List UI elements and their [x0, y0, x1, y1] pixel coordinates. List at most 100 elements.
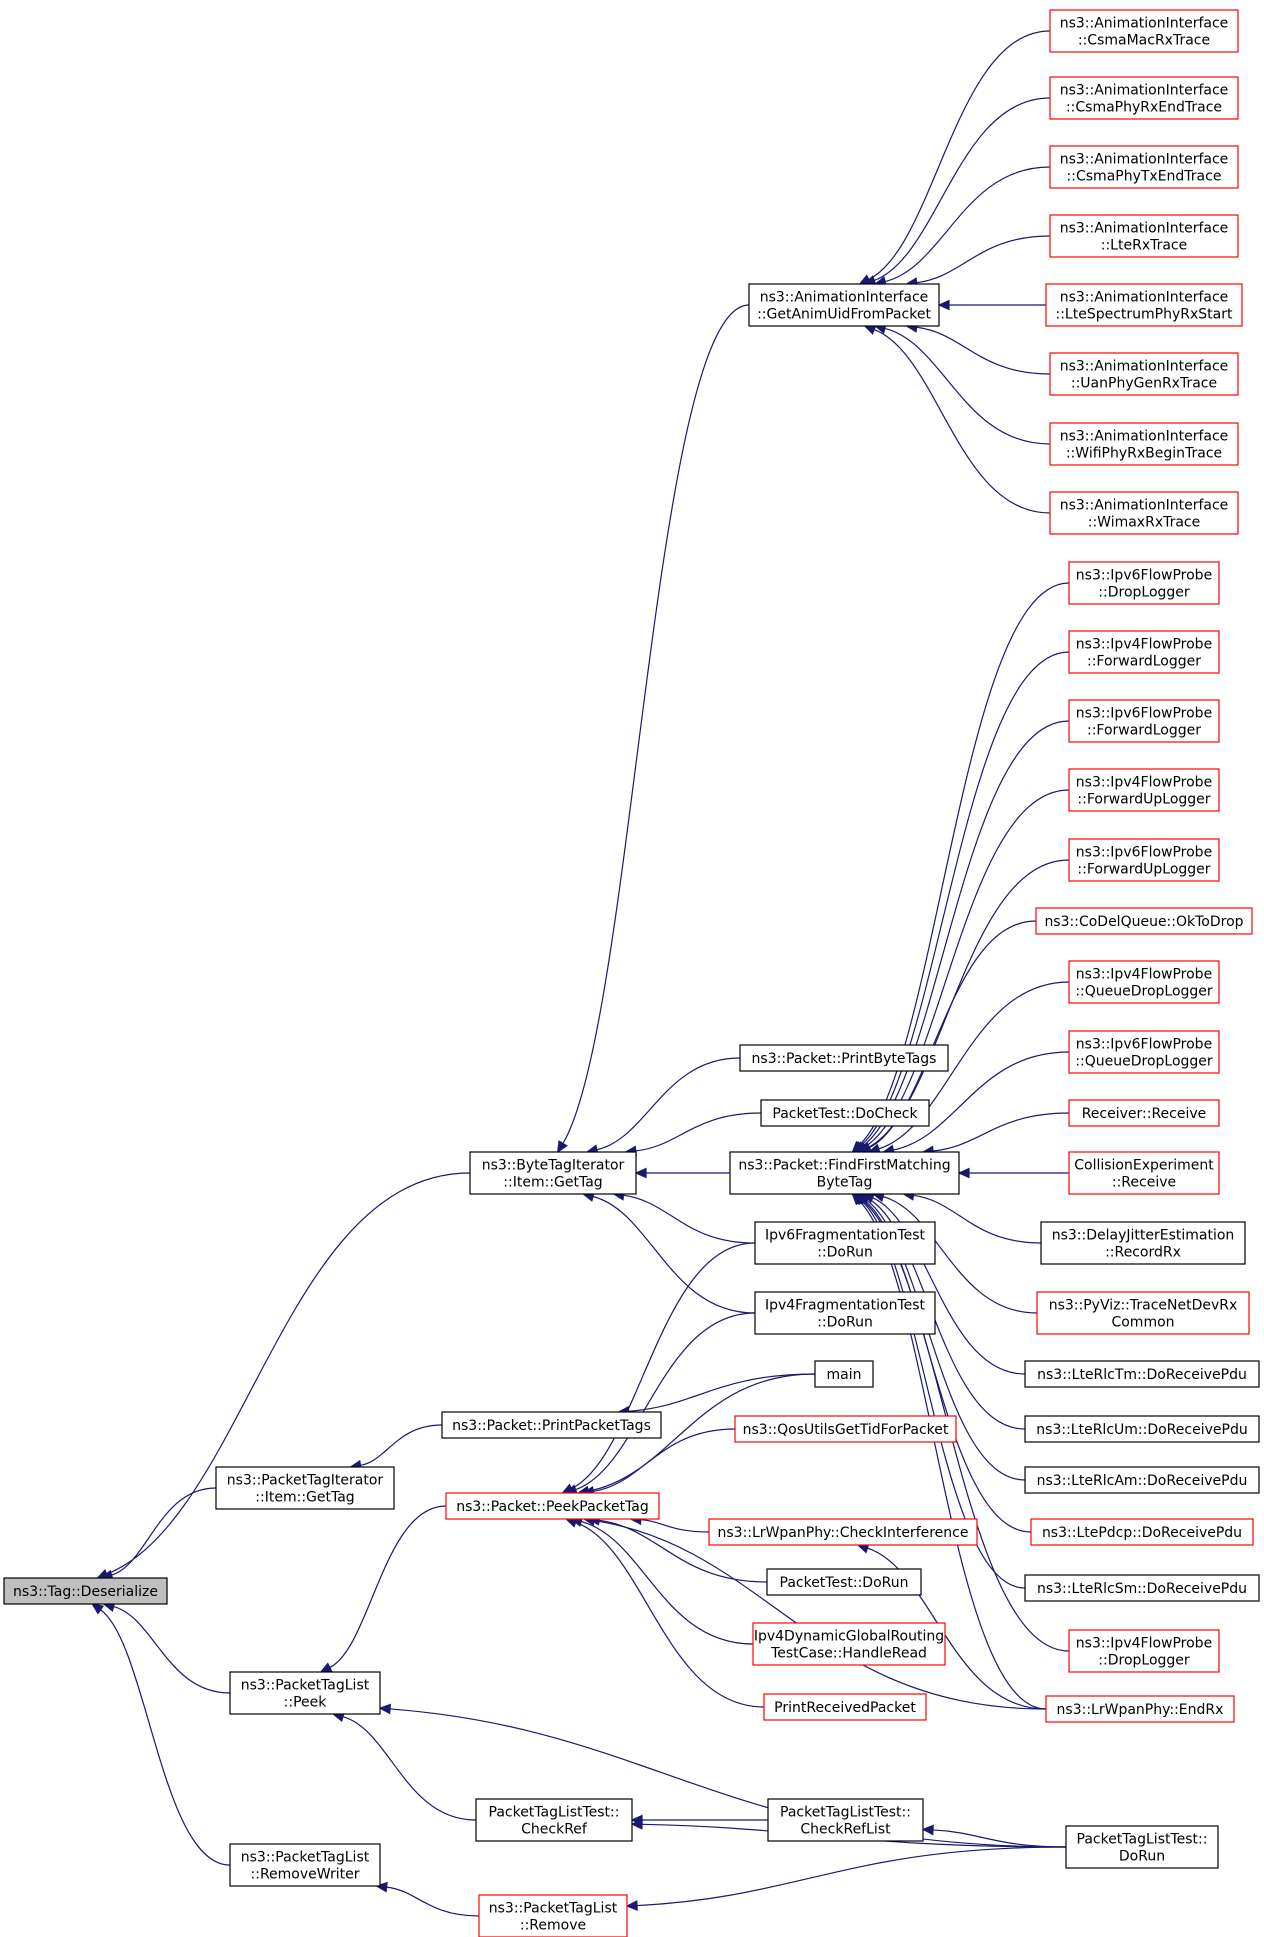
- node-box[interactable]: [475, 1798, 633, 1842]
- node-codel_oktodrop[interactable]: ns3::CoDelQueue::OkToDrop: [1035, 907, 1253, 935]
- node-box[interactable]: [1068, 699, 1220, 743]
- node-box[interactable]: [215, 1466, 395, 1510]
- node-anim_csmaphytxend[interactable]: ns3::AnimationInterface::CsmaPhyTxEndTra…: [1049, 145, 1239, 189]
- node-anim_wifiphyrxbegin[interactable]: ns3::AnimationInterface::WifiPhyRxBeginT…: [1049, 422, 1239, 466]
- node-anim_wimaxrx[interactable]: ns3::AnimationInterface::WimaxRxTrace: [1049, 491, 1239, 535]
- node-box[interactable]: [445, 1492, 660, 1520]
- node-ipv6flow_queuedroplogger[interactable]: ns3::Ipv6FlowProbe::QueueDropLogger: [1068, 1030, 1220, 1074]
- node-box[interactable]: [729, 1151, 960, 1195]
- node-box[interactable]: [814, 1360, 874, 1388]
- node-box[interactable]: [1049, 491, 1239, 535]
- node-packettest_dorun[interactable]: PacketTest::DoRun: [766, 1568, 922, 1596]
- node-ltercism_doreceivepdu[interactable]: ns3::LteRlcSm::DoReceivePdu: [1024, 1574, 1260, 1602]
- node-anim_getuid[interactable]: ns3::AnimationInterface::GetAnimUidFromP…: [748, 283, 940, 327]
- node-box[interactable]: [767, 1798, 924, 1842]
- node-ptltest_checkreflist[interactable]: PacketTagListTest::CheckRefList: [767, 1798, 924, 1842]
- node-ltercltm_doreceivepdu[interactable]: ns3::LteRlcTm::DoReceivePdu: [1024, 1360, 1260, 1388]
- node-box[interactable]: [1049, 9, 1239, 53]
- node-box[interactable]: [478, 1894, 628, 1937]
- node-qos_gettid[interactable]: ns3::QosUtilsGetTidForPacket: [734, 1415, 957, 1443]
- node-delayjitter_recordrx[interactable]: ns3::DelayJitterEstimation::RecordRx: [1040, 1221, 1246, 1265]
- node-box[interactable]: [1068, 1151, 1220, 1195]
- node-ipv6flow_forwardlogger[interactable]: ns3::Ipv6FlowProbe::ForwardLogger: [1068, 699, 1220, 743]
- node-anim_csmamacrx[interactable]: ns3::AnimationInterface::CsmaMacRxTrace: [1049, 9, 1239, 53]
- node-box[interactable]: [734, 1415, 957, 1443]
- node-box[interactable]: [1035, 907, 1253, 935]
- node-box[interactable]: [754, 1221, 936, 1265]
- node-ipv4flow_queuedroplogger[interactable]: ns3::Ipv4FlowProbe::QueueDropLogger: [1068, 960, 1220, 1004]
- node-tag_deserialize[interactable]: ns3::Tag::Deserialize: [3, 1577, 168, 1605]
- node-box[interactable]: [1068, 1629, 1220, 1673]
- node-box[interactable]: [1024, 1360, 1260, 1388]
- node-main[interactable]: main: [814, 1360, 874, 1388]
- node-collision_receive[interactable]: CollisionExperiment::Receive: [1068, 1151, 1220, 1195]
- node-lterclum_doreceivepdu[interactable]: ns3::LteRlcUm::DoReceivePdu: [1024, 1415, 1260, 1443]
- node-ipv4dyn_handleread[interactable]: Ipv4DynamicGlobalRoutingTestCase::Handle…: [752, 1622, 946, 1666]
- node-box[interactable]: [1068, 561, 1220, 605]
- node-box[interactable]: [1049, 76, 1239, 120]
- node-anim_ltespectrum[interactable]: ns3::AnimationInterface::LteSpectrumPhyR…: [1045, 283, 1243, 327]
- node-packet_peekpackettag[interactable]: ns3::Packet::PeekPacketTag: [445, 1492, 660, 1520]
- node-box[interactable]: [1024, 1466, 1260, 1494]
- node-ipv6frag_dorun[interactable]: Ipv6FragmentationTest::DoRun: [754, 1221, 936, 1265]
- node-box[interactable]: [1049, 352, 1239, 396]
- node-box[interactable]: [1068, 768, 1220, 812]
- node-packettagiter_gettag[interactable]: ns3::PacketTagIterator::Item::GetTag: [215, 1466, 395, 1510]
- node-box[interactable]: [1049, 145, 1239, 189]
- node-box[interactable]: [1068, 960, 1220, 1004]
- node-packettaglist_removewriter[interactable]: ns3::PacketTagList::RemoveWriter: [229, 1843, 381, 1887]
- node-ipv4frag_dorun[interactable]: Ipv4FragmentationTest::DoRun: [754, 1291, 936, 1335]
- node-box[interactable]: [1024, 1574, 1260, 1602]
- node-box[interactable]: [748, 283, 940, 327]
- node-printreceivedpacket[interactable]: PrintReceivedPacket: [763, 1693, 927, 1721]
- node-box[interactable]: [1068, 838, 1220, 882]
- node-bytetag_gettag[interactable]: ns3::ByteTagIterator::Item::GetTag: [469, 1151, 637, 1195]
- node-box[interactable]: [1068, 1030, 1220, 1074]
- node-box[interactable]: [708, 1518, 978, 1546]
- node-packettaglist_remove[interactable]: ns3::PacketTagList::Remove: [478, 1894, 628, 1937]
- node-lrwpan_checkinterference[interactable]: ns3::LrWpanPhy::CheckInterference: [708, 1518, 978, 1546]
- node-ipv4flow_droplogger[interactable]: ns3::Ipv4FlowProbe::DropLogger: [1068, 1629, 1220, 1673]
- node-box[interactable]: [1049, 214, 1239, 258]
- node-box[interactable]: [763, 1693, 927, 1721]
- node-ptltest_dorun[interactable]: PacketTagListTest::DoRun: [1065, 1825, 1219, 1869]
- node-box[interactable]: [760, 1099, 930, 1127]
- node-box[interactable]: [1045, 1695, 1235, 1723]
- node-box[interactable]: [229, 1843, 381, 1887]
- node-box[interactable]: [229, 1671, 381, 1715]
- node-box[interactable]: [1045, 283, 1243, 327]
- node-box[interactable]: [752, 1622, 946, 1666]
- node-box[interactable]: [739, 1044, 949, 1072]
- node-receiver_receive[interactable]: Receiver::Receive: [1068, 1099, 1220, 1127]
- node-ptltest_checkref[interactable]: PacketTagListTest::CheckRef: [475, 1798, 633, 1842]
- node-ipv6flow_forwarduplogger[interactable]: ns3::Ipv6FlowProbe::ForwardUpLogger: [1068, 838, 1220, 882]
- node-ltepdcp_doreceivepdu[interactable]: ns3::LtePdcp::DoReceivePdu: [1030, 1518, 1254, 1546]
- node-ipv4flow_forwardlogger[interactable]: ns3::Ipv4FlowProbe::ForwardLogger: [1068, 630, 1220, 674]
- node-packettest_docheck[interactable]: PacketTest::DoCheck: [760, 1099, 930, 1127]
- node-box[interactable]: [1065, 1825, 1219, 1869]
- node-box[interactable]: [766, 1568, 922, 1596]
- node-box[interactable]: [469, 1151, 637, 1195]
- node-box[interactable]: [754, 1291, 936, 1335]
- node-box[interactable]: [1068, 1099, 1220, 1127]
- node-box[interactable]: [1049, 422, 1239, 466]
- node-box[interactable]: [1036, 1291, 1250, 1335]
- node-ipv4flow_forwarduplogger[interactable]: ns3::Ipv4FlowProbe::ForwardUpLogger: [1068, 768, 1220, 812]
- node-box[interactable]: [1040, 1221, 1246, 1265]
- node-ipv6flow_droplogger[interactable]: ns3::Ipv6FlowProbe::DropLogger: [1068, 561, 1220, 605]
- node-anim_uanphygen[interactable]: ns3::AnimationInterface::UanPhyGenRxTrac…: [1049, 352, 1239, 396]
- node-box[interactable]: [3, 1577, 168, 1605]
- node-anim_lterx[interactable]: ns3::AnimationInterface::LteRxTrace: [1049, 214, 1239, 258]
- node-box[interactable]: [441, 1411, 662, 1439]
- node-lterclam_doreceivepdu[interactable]: ns3::LteRlcAm::DoReceivePdu: [1024, 1466, 1260, 1494]
- node-lrwpan_endrx[interactable]: ns3::LrWpanPhy::EndRx: [1045, 1695, 1235, 1723]
- node-box[interactable]: [1068, 630, 1220, 674]
- node-box[interactable]: [1024, 1415, 1260, 1443]
- node-packet_printbytetags[interactable]: ns3::Packet::PrintByteTags: [739, 1044, 949, 1072]
- node-packet_printpackettags[interactable]: ns3::Packet::PrintPacketTags: [441, 1411, 662, 1439]
- node-box[interactable]: [1030, 1518, 1254, 1546]
- node-anim_csmaphyrxend[interactable]: ns3::AnimationInterface::CsmaPhyRxEndTra…: [1049, 76, 1239, 120]
- node-packettaglist_peek[interactable]: ns3::PacketTagList::Peek: [229, 1671, 381, 1715]
